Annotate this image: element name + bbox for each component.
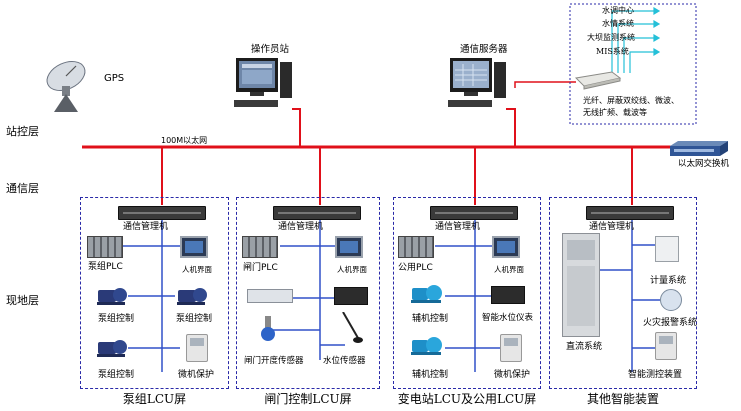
panel3-item-hmi: 人机界面 [494,265,524,274]
panel1-pump-icon-2 [177,288,207,305]
remote-system-4: MIS系统 [596,47,629,56]
comm-manager-device-4 [586,206,674,220]
panel-pump-lcu [80,197,229,389]
panel2-meter-device [334,287,368,305]
panel1-plc-device [87,236,123,258]
panel1-item-plc: 泵组PLC [88,262,123,272]
smart-control-device [655,332,677,360]
panel3-item-protection: 微机保护 [494,370,531,380]
gps-label: GPS [104,73,125,84]
modem-icon [574,71,622,90]
panel2-rack-device [247,289,293,303]
panel1-pump-icon-1 [97,288,127,305]
comm-server-computer-icon [448,58,506,107]
comm-manager-device-1 [118,206,206,220]
comm-server-label: 通信服务器 [460,44,508,55]
panel4-item-dc-system: 直流系统 [566,342,603,352]
panel4-item-metering: 计量系统 [650,276,687,286]
panel3-aux-pump-icon-1 [411,285,442,303]
panel3-wiring [435,219,500,372]
panel2-item-water-sensor: 水位传感器 [323,356,366,366]
panel3-plc-device [398,236,434,258]
panel2-wiring [270,219,345,360]
panel3-item-level-meter: 智能水位仪表 [482,313,534,323]
panel2-comm-manager-label: 通信管理机 [278,222,324,232]
cabinet-panel-top [567,240,595,260]
panel4-wiring [600,219,660,372]
panel2-item-plc: 闸门PLC [243,263,278,273]
remote-note-line2: 无线扩频、载波等 [583,108,647,117]
layer-label-station: 站控层 [6,125,39,138]
panel1-comm-manager-label: 通信管理机 [123,222,169,232]
panel3-comm-manager-label: 通信管理机 [435,222,481,232]
panel3-item-aux-ctrl-2: 辅机控制 [412,370,449,380]
comm-manager-device-2 [273,206,361,220]
ethernet-label: 100M以太网 [161,136,208,145]
panel2-title: 闸门控制LCU屏 [264,392,352,406]
panel3-hmi-device [492,236,520,258]
panel-other-devices [549,197,697,389]
server-link [506,108,516,147]
panel1-item-pump-ctrl-3: 泵组控制 [98,370,135,380]
panel1-hmi-device [180,236,208,258]
panel3-item-aux-ctrl-1: 辅机控制 [412,314,449,324]
panel2-plc-device [242,236,278,258]
panel1-title: 泵组LCU屏 [122,392,187,406]
fire-alarm-device [660,289,682,311]
operator-station-label: 操作员站 [251,44,290,55]
panel3-aux-pump-icon-2 [411,337,442,355]
gate-opening-sensor-icon [261,316,275,341]
modem-link [514,81,576,88]
panel-gate-lcu [236,197,380,389]
panel4-comm-manager-label: 通信管理机 [589,222,635,232]
remote-links [611,6,661,73]
remote-box [569,3,697,125]
comm-manager-device-3 [430,206,518,220]
panel1-protection-device [186,334,208,362]
panel1-pump-icon-3 [97,340,127,357]
remote-system-3: 大坝监测系统 [587,33,635,42]
panel4-item-smart-control: 智能测控装置 [628,370,683,380]
panel3-level-meter-device [491,286,525,304]
panel3-protection-device [500,334,522,362]
panel2-hmi-device [335,236,363,258]
operator-computer-icon [234,58,292,107]
layer-label-field: 现地层 [6,294,39,307]
layer-label-comm: 通信层 [6,182,39,195]
panel-substation-lcu [393,197,541,389]
panel4-item-fire-alarm: 火灾报警系统 [643,318,698,328]
remote-note-line1: 光纤、屏蔽双绞线、微波、 [583,96,679,105]
water-level-sensor-icon [342,312,363,343]
gps-dish-icon [46,60,86,112]
panel1-item-pump-ctrl-1: 泵组控制 [98,314,135,324]
panel2-item-gate-sensor: 闸门开度传感器 [244,356,304,366]
panel3-item-plc: 公用PLC [398,263,433,273]
panel1-item-protection: 微机保护 [178,370,215,380]
panel4-title: 其他智能装置 [586,392,659,406]
ethernet-switch-icon [670,141,728,156]
panel1-item-pump-ctrl-2: 泵组控制 [176,314,213,324]
dc-system-cabinet [562,233,600,337]
panel3-title: 变电站LCU及公用LCU屏 [397,392,537,406]
remote-system-1: 水调中心 [602,6,634,15]
switch-label: 以太网交换机 [678,159,730,169]
cabinet-panel-bottom [567,266,595,326]
operator-link [292,108,301,147]
panel1-item-hmi: 人机界面 [182,265,212,274]
remote-system-2: 水情系统 [602,19,634,28]
panel1-wiring [120,219,180,372]
panel2-item-hmi: 人机界面 [337,265,367,274]
metering-device [655,236,679,262]
